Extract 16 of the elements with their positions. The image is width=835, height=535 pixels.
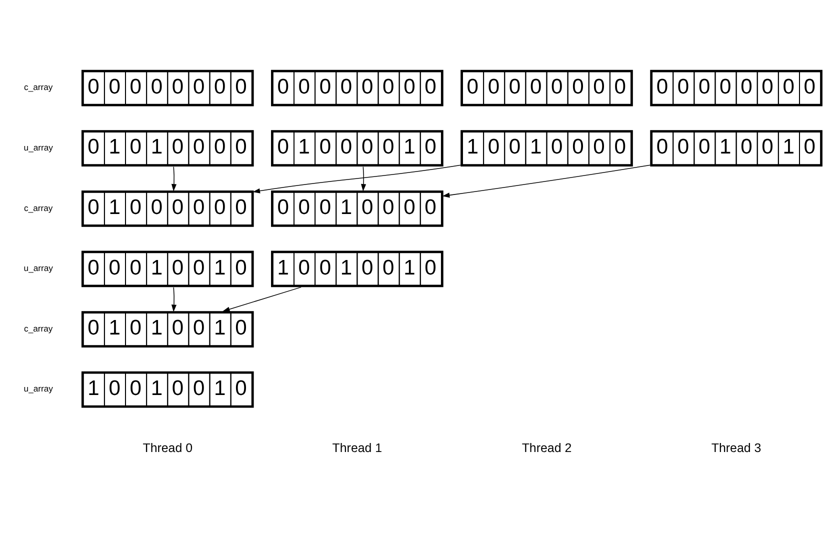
arrow	[252, 164, 461, 193]
label: Thread 1	[332, 440, 382, 455]
arrow	[442, 164, 650, 198]
label: Thread 3	[711, 440, 762, 455]
label: u_array	[24, 142, 53, 152]
label: Thread 2	[522, 440, 572, 455]
label: c_array	[24, 322, 53, 333]
arrow	[361, 166, 366, 191]
label: u_array	[24, 262, 53, 273]
label: u_array	[24, 383, 53, 394]
label: c_array	[24, 202, 53, 212]
label: Thread 0	[142, 440, 193, 455]
label: c_array	[24, 82, 53, 92]
arrow	[171, 166, 177, 191]
arrow	[171, 286, 177, 312]
arrow	[222, 286, 302, 312]
